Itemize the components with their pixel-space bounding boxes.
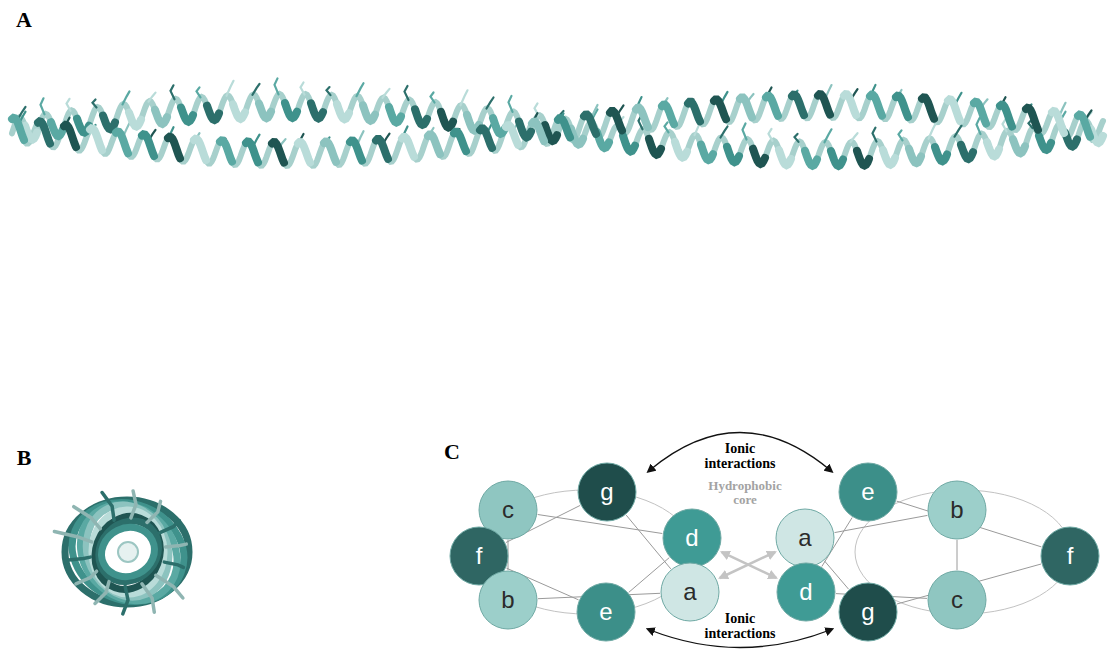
heptad-position-circle: a xyxy=(660,562,720,622)
heptad-position-circle: d xyxy=(662,508,722,568)
end-on-view xyxy=(54,485,198,621)
heptad-position-circle: b xyxy=(478,570,538,630)
heptad-letter: b xyxy=(927,480,987,540)
heptad-position-circle: d xyxy=(776,562,836,622)
heptad-position-circle: g xyxy=(577,462,637,522)
interaction-label: Ionic interactions xyxy=(693,611,788,641)
heptad-position-circle: f xyxy=(1040,526,1100,586)
heptad-link xyxy=(957,540,958,570)
heptad-letter: a xyxy=(775,508,835,568)
heptad-letter: e xyxy=(576,582,636,642)
core-label: Hydrophobic core xyxy=(701,479,789,507)
heptad-letter: b xyxy=(478,570,538,630)
interaction-label: Ionic interactions xyxy=(693,441,788,471)
heptad-position-circle: e xyxy=(838,462,898,522)
coiled-coil-ribbon xyxy=(12,78,1103,166)
heptad-letter: g xyxy=(838,582,898,642)
heptad-letter: d xyxy=(662,508,722,568)
heptad-position-circle: c xyxy=(927,570,987,630)
heptad-letter: g xyxy=(577,462,637,522)
heptad-position-circle: a xyxy=(775,508,835,568)
heptad-letter: a xyxy=(660,562,720,622)
panel-label: A xyxy=(9,8,39,32)
panel-label: B xyxy=(9,446,39,470)
heptad-letter: f xyxy=(1040,526,1100,586)
ionic-arrow xyxy=(650,433,830,471)
heptad-position-circle: e xyxy=(576,582,636,642)
panel-label: C xyxy=(437,440,467,464)
core-contact-arrow xyxy=(720,552,775,578)
heptad-position-circle: g xyxy=(838,582,898,642)
heptad-letter: d xyxy=(776,562,836,622)
heptad-letter: c xyxy=(927,570,987,630)
heptad-letter: e xyxy=(838,462,898,522)
heptad-position-circle: b xyxy=(927,480,987,540)
